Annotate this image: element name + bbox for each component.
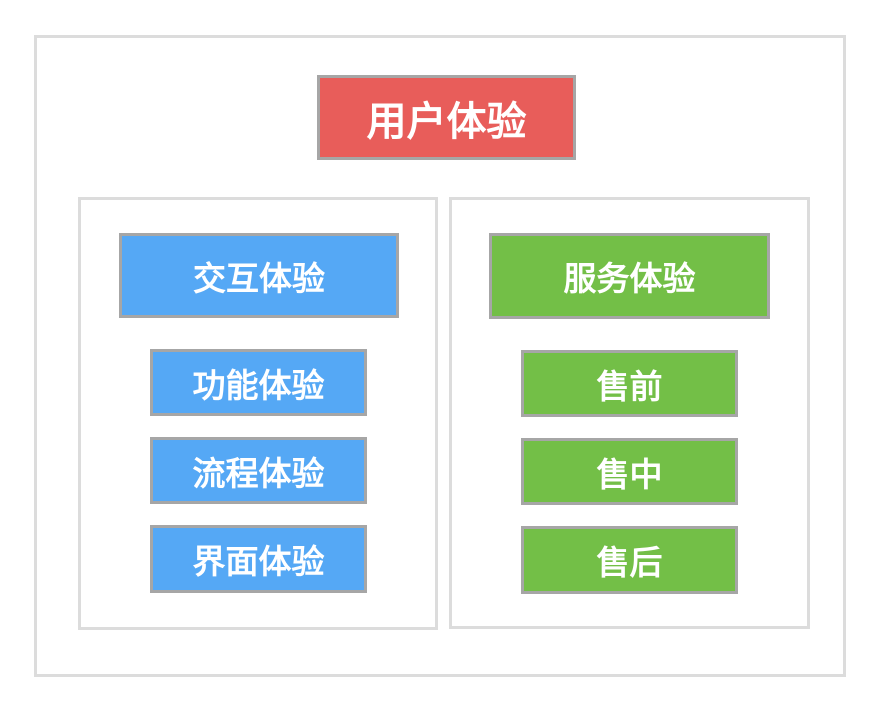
group-header-interaction: 交互体验 <box>119 233 399 318</box>
item-function-experience: 功能体验 <box>150 349 367 416</box>
item-after-sale: 售后 <box>521 526 738 594</box>
group-header-service: 服务体验 <box>489 233 770 319</box>
item-interface-experience: 界面体验 <box>150 525 367 593</box>
item-pre-sale: 售前 <box>521 350 738 417</box>
item-in-sale: 售中 <box>521 438 738 505</box>
root-node: 用户体验 <box>317 75 576 160</box>
item-process-experience: 流程体验 <box>150 437 367 504</box>
